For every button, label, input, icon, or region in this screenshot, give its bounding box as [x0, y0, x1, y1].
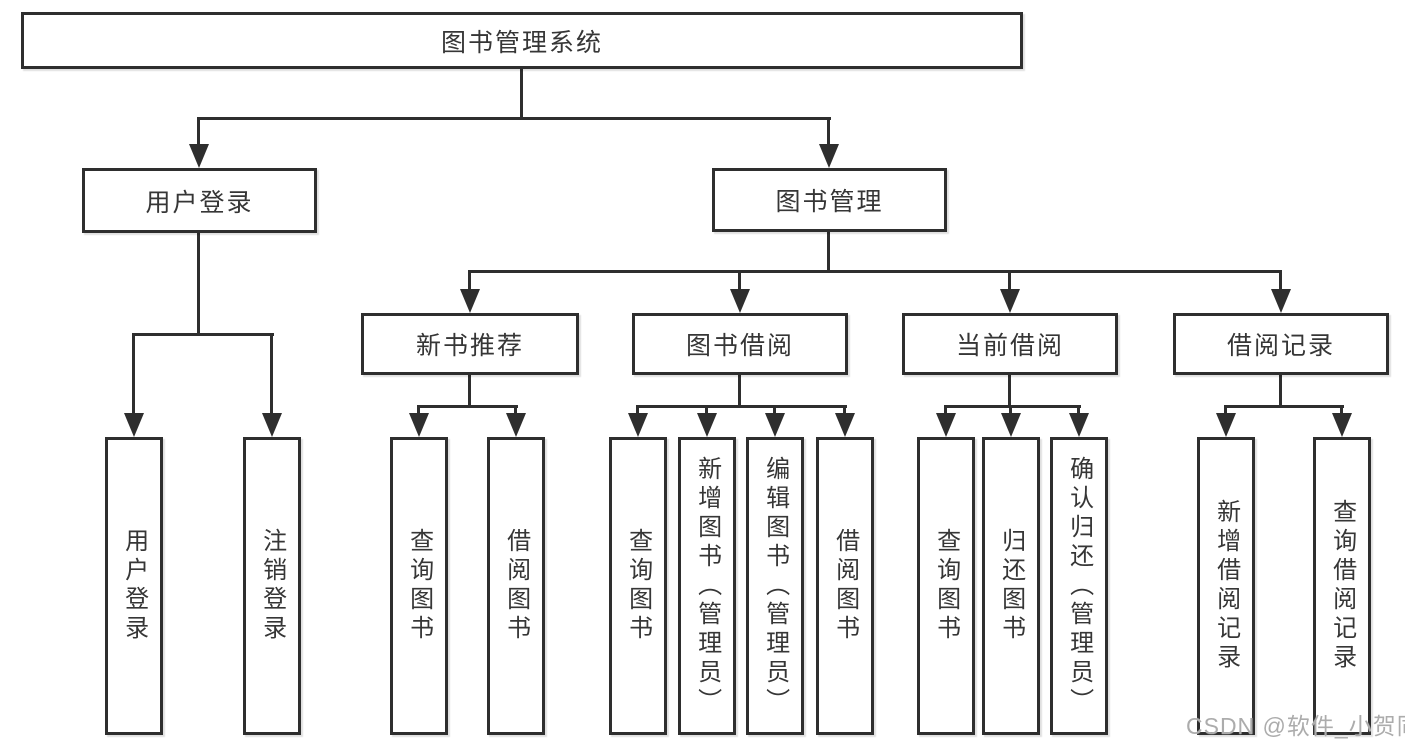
- arrowhead-down-icon: [1271, 289, 1291, 313]
- connector-vline: [738, 270, 741, 291]
- connector-vline: [738, 375, 741, 407]
- leaf-query-books-current: 查询图书: [917, 437, 975, 735]
- node-label: 图书管理: [775, 188, 884, 216]
- leaf-add-borrow-record: 新增借阅记录: [1197, 437, 1255, 735]
- connector-hline: [468, 270, 1282, 273]
- node-current-borrowing: 当前借阅: [902, 313, 1118, 375]
- connector-vline: [773, 405, 776, 415]
- connector-hline: [636, 405, 847, 408]
- node-user-login-module: 用户登录: [82, 168, 317, 233]
- node-label: 注销登录: [258, 528, 286, 644]
- connector-vline: [197, 117, 200, 147]
- arrowhead-down-icon: [506, 413, 526, 437]
- leaf-borrow-books-borrowing: 借阅图书: [816, 437, 874, 735]
- connector-vline: [827, 117, 830, 147]
- node-label: 编辑图书（管理员）: [761, 455, 789, 717]
- leaf-query-books-recommend: 查询图书: [390, 437, 448, 735]
- connector-vline: [270, 333, 273, 415]
- arrowhead-down-icon: [730, 289, 750, 313]
- node-book-management-module: 图书管理: [712, 168, 947, 232]
- connector-vline: [1008, 375, 1011, 407]
- leaf-confirm-return-admin: 确认归还（管理员）: [1050, 437, 1108, 735]
- connector-vline: [1077, 405, 1080, 415]
- node-label: 借阅记录: [1226, 332, 1335, 360]
- node-label: 新增图书（管理员）: [693, 455, 721, 717]
- arrowhead-down-icon: [460, 289, 480, 313]
- node-label: 确认归还（管理员）: [1065, 455, 1093, 717]
- leaf-logout: 注销登录: [243, 437, 301, 735]
- connector-vline: [520, 69, 523, 118]
- connector-vline: [944, 405, 947, 415]
- node-library-management-system: 图书管理系统: [21, 12, 1023, 69]
- node-label: 当前借阅: [955, 332, 1064, 360]
- arrowhead-down-icon: [124, 413, 144, 437]
- connector-vline: [514, 405, 517, 415]
- connector-vline: [843, 405, 846, 415]
- leaf-borrow-books-recommend: 借阅图书: [487, 437, 545, 735]
- leaf-query-books-borrowing: 查询图书: [609, 437, 667, 735]
- connector-vline: [636, 405, 639, 415]
- arrowhead-down-icon: [1216, 413, 1236, 437]
- leaf-return-books: 归还图书: [982, 437, 1040, 735]
- node-label: 图书借阅: [685, 332, 794, 360]
- arrowhead-down-icon: [1332, 413, 1352, 437]
- leaf-edit-books-admin: 编辑图书（管理员）: [746, 437, 804, 735]
- node-book-borrowing: 图书借阅: [632, 313, 848, 375]
- arrowhead-down-icon: [697, 413, 717, 437]
- connector-vline: [1340, 405, 1343, 415]
- node-label: 查询图书: [624, 528, 652, 644]
- connector-vline: [1279, 270, 1282, 291]
- connector-vline: [1009, 405, 1012, 415]
- connector-vline: [1008, 270, 1011, 291]
- node-label: 借阅图书: [502, 528, 530, 644]
- arrowhead-down-icon: [1069, 413, 1089, 437]
- node-new-book-recommendation: 新书推荐: [361, 313, 579, 375]
- arrowhead-down-icon: [765, 413, 785, 437]
- node-label: 查询图书: [405, 528, 433, 644]
- connector-vline: [1224, 405, 1227, 415]
- arrowhead-down-icon: [189, 144, 209, 168]
- node-label: 图书管理系统: [440, 28, 603, 57]
- arrowhead-down-icon: [936, 413, 956, 437]
- connector-hline: [197, 117, 831, 120]
- arrowhead-down-icon: [1001, 413, 1021, 437]
- leaf-user-login: 用户登录: [105, 437, 163, 735]
- connector-vline: [468, 375, 471, 407]
- leaf-query-borrow-record: 查询借阅记录: [1313, 437, 1371, 735]
- connector-vline: [197, 233, 200, 333]
- node-label: 归还图书: [997, 528, 1025, 644]
- connector-vline: [132, 333, 135, 415]
- connector-hline: [944, 405, 1081, 408]
- connector-vline: [705, 405, 708, 415]
- connector-vline: [1279, 375, 1282, 407]
- node-borrowing-records: 借阅记录: [1173, 313, 1389, 375]
- node-label: 用户登录: [120, 528, 148, 644]
- arrowhead-down-icon: [1000, 289, 1020, 313]
- connector-vline: [417, 405, 420, 415]
- node-label: 新增借阅记录: [1212, 499, 1240, 673]
- arrowhead-down-icon: [409, 413, 429, 437]
- csdn-watermark: CSDN @软件_小贺同学: [1186, 713, 1405, 739]
- connector-hline: [417, 405, 518, 408]
- connector-vline: [468, 270, 471, 291]
- arrowhead-down-icon: [835, 413, 855, 437]
- arrowhead-down-icon: [628, 413, 648, 437]
- node-label: 新书推荐: [415, 332, 524, 360]
- arrowhead-down-icon: [819, 144, 839, 168]
- connector-hline: [133, 333, 274, 336]
- connector-hline: [1224, 405, 1344, 408]
- node-label: 查询图书: [932, 528, 960, 644]
- node-label: 借阅图书: [831, 528, 859, 644]
- leaf-add-books-admin: 新增图书（管理员）: [678, 437, 736, 735]
- arrowhead-down-icon: [262, 413, 282, 437]
- node-label: 查询借阅记录: [1328, 499, 1356, 673]
- connector-vline: [827, 232, 830, 270]
- node-label: 用户登录: [145, 188, 254, 217]
